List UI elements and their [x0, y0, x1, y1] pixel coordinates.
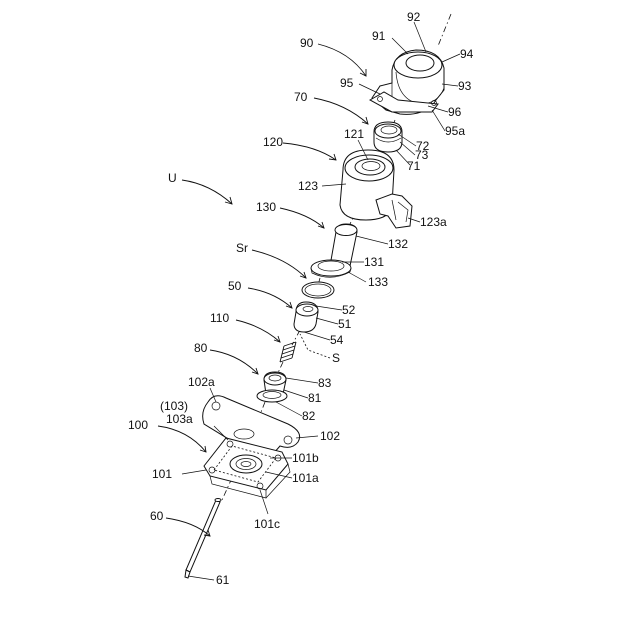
- label-102: 102: [320, 429, 340, 443]
- part-60-pin: [185, 499, 221, 579]
- label-91: 91: [372, 29, 386, 43]
- label-132: 132: [388, 237, 408, 251]
- label-50: 50: [228, 279, 242, 293]
- label-102a: 102a: [188, 375, 215, 389]
- label-101c: 101c: [254, 517, 280, 531]
- part-80-seat: [257, 372, 287, 402]
- label-93: 93: [458, 79, 472, 93]
- label-100: 100: [128, 418, 148, 432]
- part-110-spring: [280, 342, 296, 362]
- label-123: 123: [298, 179, 318, 193]
- label-51: 51: [338, 317, 352, 331]
- label-95a: 95a: [445, 124, 465, 138]
- label-81: 81: [308, 391, 322, 405]
- label-110: 110: [210, 311, 229, 325]
- label-80: 80: [194, 341, 208, 355]
- label-s: S: [332, 351, 340, 365]
- label-70: 70: [294, 90, 308, 104]
- label-101a: 101a: [292, 471, 319, 485]
- part-120-body: [340, 150, 412, 228]
- label-121: 121: [344, 127, 364, 141]
- label-103a: 103a: [166, 412, 193, 426]
- label-54: 54: [330, 333, 344, 347]
- part-sr-ring: [302, 282, 334, 298]
- label-120: 120: [263, 135, 283, 149]
- label-83: 83: [318, 376, 332, 390]
- label-52: 52: [342, 303, 356, 317]
- label-101b: 101b: [292, 451, 319, 465]
- label-82: 82: [302, 409, 316, 423]
- label-123a: 123a: [420, 215, 447, 229]
- part-70-seal: [374, 122, 402, 152]
- label-133: 133: [368, 275, 388, 289]
- label-131: 131: [364, 255, 384, 269]
- label-92: 92: [407, 10, 421, 24]
- part-130-tube: [311, 224, 357, 277]
- label-61: 61: [216, 573, 230, 587]
- label-94: 94: [460, 47, 474, 61]
- label-90: 90: [300, 36, 314, 50]
- label-u: U: [168, 171, 177, 185]
- label-95: 95: [340, 76, 354, 90]
- part-90-cover: [370, 50, 444, 114]
- label-130: 130: [256, 200, 276, 214]
- part-50-plunger: [294, 302, 318, 332]
- label-60: 60: [150, 509, 164, 523]
- label-101: 101: [152, 467, 172, 481]
- label-96: 96: [448, 105, 462, 119]
- label-103-paren: (103): [160, 399, 188, 413]
- label-sr: Sr: [236, 241, 248, 255]
- label-71: 71: [407, 159, 421, 173]
